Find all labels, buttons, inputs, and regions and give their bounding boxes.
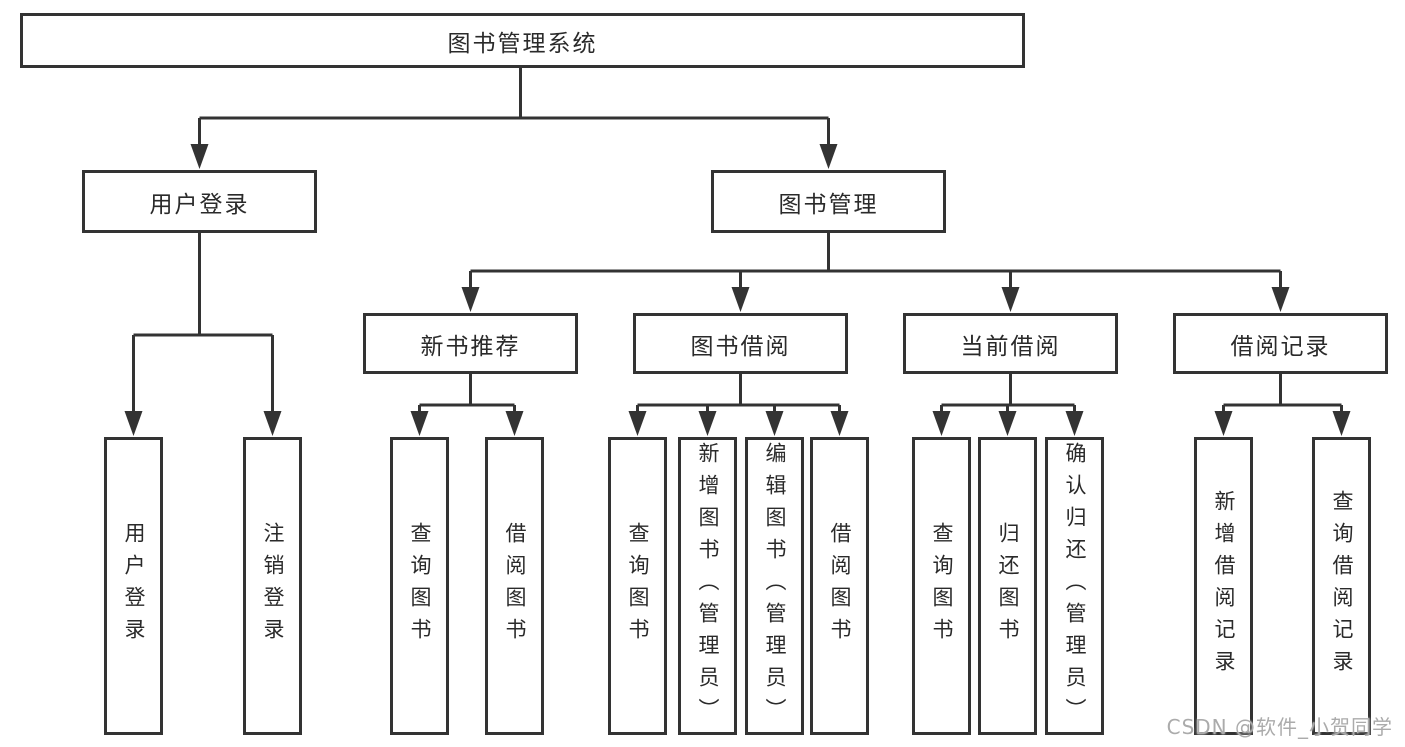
leaf-borrow-books: 借阅图书 (810, 437, 869, 735)
node-borrow-records: 借阅记录 (1173, 313, 1388, 374)
leaf-query-books-current: 查询图书 (912, 437, 971, 735)
node-borrow-records-label: 借阅记录 (1230, 333, 1331, 360)
node-book-management-label: 图书管理 (778, 191, 879, 218)
leaf-add-book-admin: 新增图书（管理员） (678, 437, 737, 735)
node-book-management: 图书管理 (711, 170, 946, 233)
node-book-borrow: 图书借阅 (633, 313, 848, 374)
leaf-confirm-return-admin-label: 确认归还（管理员） (1063, 442, 1087, 730)
leaf-query-borrow-record: 查询借阅记录 (1312, 437, 1371, 735)
node-user-login: 用户登录 (82, 170, 317, 233)
leaf-return-book-label: 归还图书 (996, 522, 1020, 650)
node-new-book-recommend-label: 新书推荐 (420, 333, 521, 360)
connector-paths (132, 68, 1343, 419)
leaf-borrow-books-label: 借阅图书 (828, 522, 852, 650)
leaf-add-book-admin-label: 新增图书（管理员） (696, 442, 720, 730)
leaf-return-book: 归还图书 (978, 437, 1037, 735)
leaf-query-books-recommend: 查询图书 (390, 437, 449, 735)
leaf-query-borrow-record-label: 查询借阅记录 (1330, 490, 1354, 682)
node-current-borrow: 当前借阅 (903, 313, 1118, 374)
node-user-login-label: 用户登录 (149, 191, 250, 218)
leaf-add-borrow-record-label: 新增借阅记录 (1212, 490, 1236, 682)
leaf-borrow-books-recommend-label: 借阅图书 (503, 522, 527, 650)
node-system-root: 图书管理系统 (20, 13, 1025, 68)
node-current-borrow-label: 当前借阅 (960, 333, 1061, 360)
leaf-logout: 注销登录 (243, 437, 302, 735)
leaf-edit-book-admin-label: 编辑图书（管理员） (763, 442, 787, 730)
leaf-add-borrow-record: 新增借阅记录 (1194, 437, 1253, 735)
node-system-root-label: 图书管理系统 (447, 30, 598, 57)
node-new-book-recommend: 新书推荐 (363, 313, 578, 374)
node-book-borrow-label: 图书借阅 (690, 333, 791, 360)
leaf-user-login: 用户登录 (104, 437, 163, 735)
leaf-query-books-borrow-label: 查询图书 (626, 522, 650, 650)
leaf-query-books-current-label: 查询图书 (930, 522, 954, 650)
leaf-borrow-books-recommend: 借阅图书 (485, 437, 544, 735)
csdn-watermark: CSDN @软件_小贺同学 (1166, 715, 1393, 739)
leaf-user-login-label: 用户登录 (122, 522, 146, 650)
leaf-query-books-recommend-label: 查询图书 (408, 522, 432, 650)
leaf-query-books-borrow: 查询图书 (608, 437, 667, 735)
leaf-confirm-return-admin: 确认归还（管理员） (1045, 437, 1104, 735)
leaf-edit-book-admin: 编辑图书（管理员） (745, 437, 804, 735)
connector-arrowheads (124, 144, 1351, 436)
leaf-logout-label: 注销登录 (261, 522, 285, 650)
